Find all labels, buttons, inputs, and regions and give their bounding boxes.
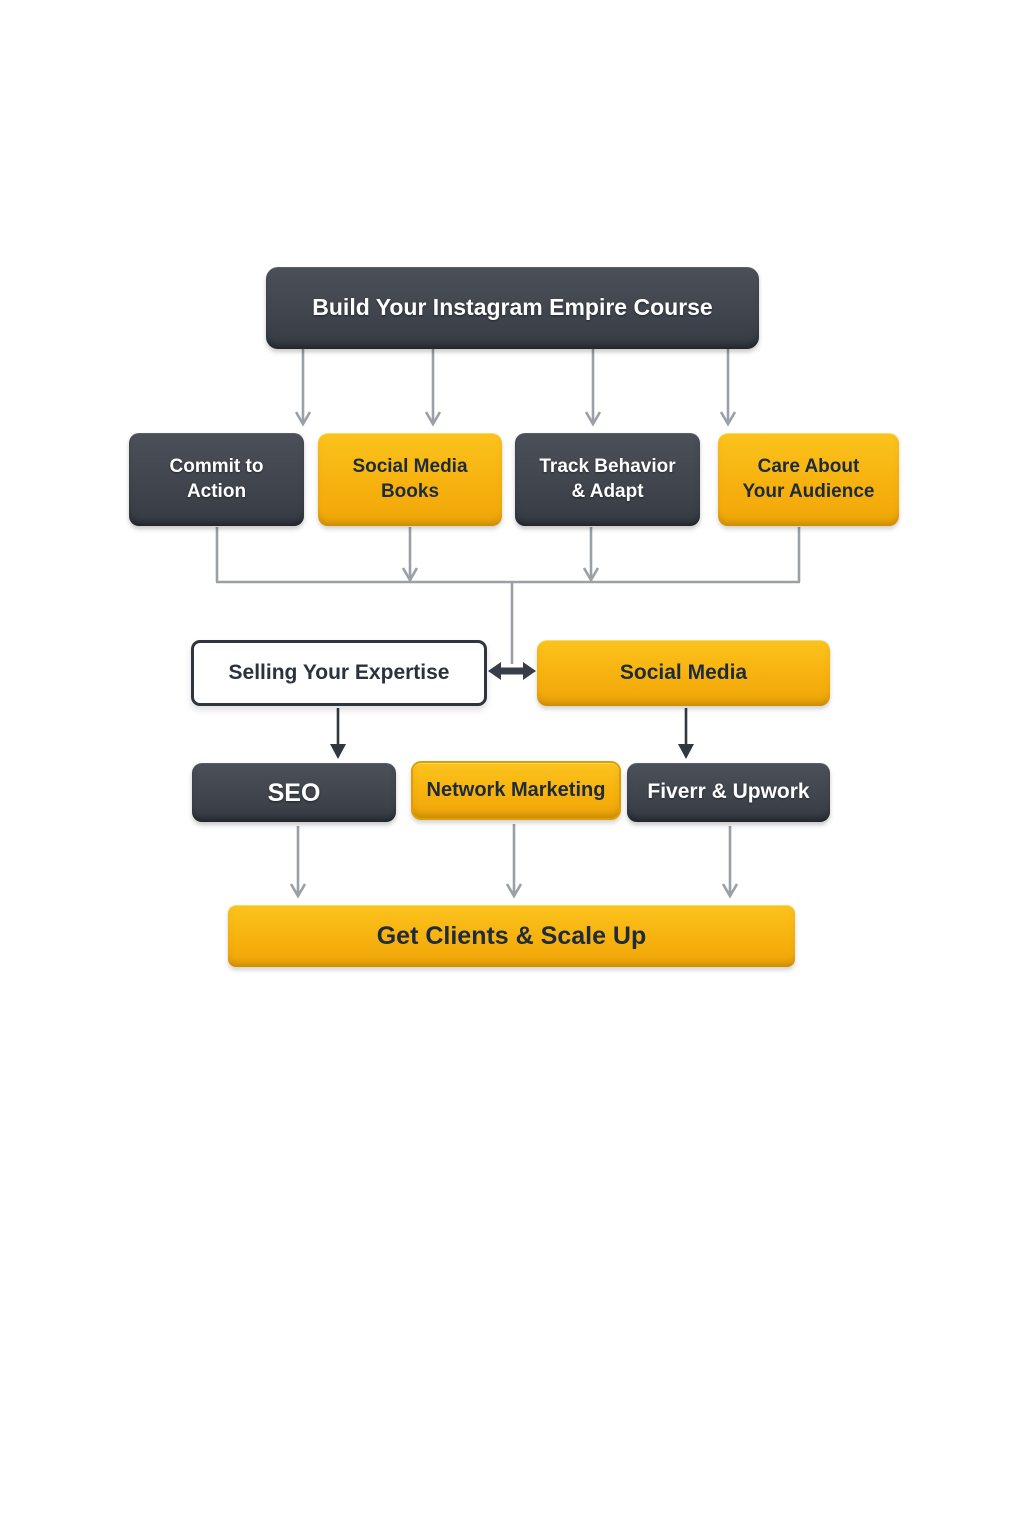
node-commit-to-action-label: Commit to Action xyxy=(169,456,264,502)
node-care-about-audience: Care About Your Audience xyxy=(718,433,899,526)
paths-double-arrow xyxy=(488,662,536,680)
node-social-media: Social Media xyxy=(537,640,830,706)
channels-to-goal-arrows xyxy=(289,824,739,899)
node-social-media-books: Social Media Books xyxy=(318,433,502,526)
node-fiverr-upwork-label: Fiverr & Upwork xyxy=(647,780,810,804)
node-care-about-audience-label: Care About Your Audience xyxy=(742,456,875,502)
node-track-behavior-adapt: Track Behavior & Adapt xyxy=(515,433,700,526)
node-commit-to-action: Commit to Action xyxy=(129,433,304,526)
node-seo: SEO xyxy=(192,763,396,822)
root-to-pillars-arrows xyxy=(294,349,737,427)
node-social-media-label: Social Media xyxy=(619,660,748,684)
node-selling-your-expertise-label: Selling Your Expertise xyxy=(228,660,450,684)
node-get-clients-scale-up: Get Clients & Scale Up xyxy=(228,905,795,967)
node-get-clients-scale-up-label: Get Clients & Scale Up xyxy=(376,922,647,950)
node-social-media-books-label: Social Media Books xyxy=(352,456,468,502)
node-fiverr-upwork: Fiverr & Upwork xyxy=(627,763,830,822)
node-course-title-label: Build Your Instagram Empire Course xyxy=(312,294,713,321)
node-course-title: Build Your Instagram Empire Course xyxy=(266,267,759,349)
node-network-marketing: Network Marketing xyxy=(411,761,621,820)
pillars-converge-connector xyxy=(215,527,801,664)
node-selling-your-expertise: Selling Your Expertise xyxy=(191,640,487,706)
paths-to-channels-arrows xyxy=(330,708,694,759)
node-network-marketing-label: Network Marketing xyxy=(426,778,606,801)
node-track-behavior-adapt-label: Track Behavior & Adapt xyxy=(539,456,676,502)
node-seo-label: SEO xyxy=(267,778,321,807)
